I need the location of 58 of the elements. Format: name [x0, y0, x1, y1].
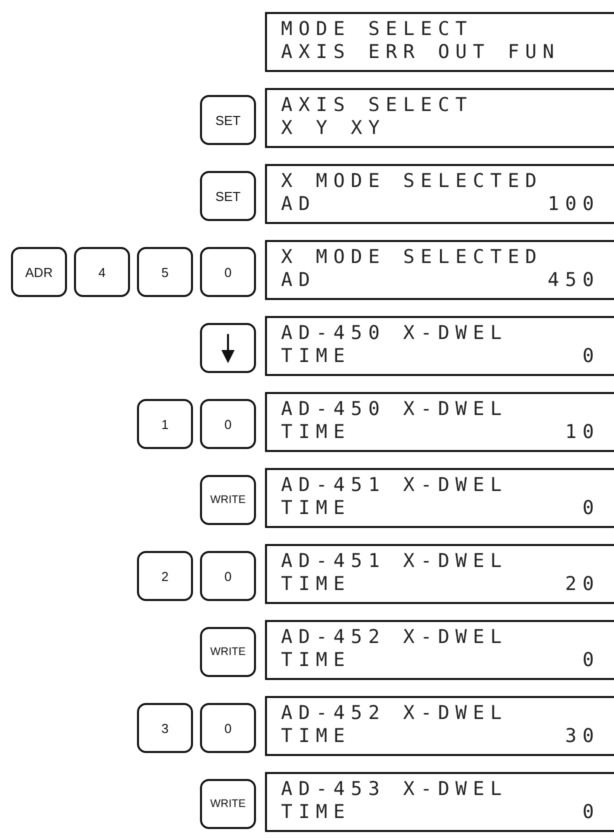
lcd-display: [265, 240, 614, 300]
display-text: AD-452 X-DWEL: [281, 626, 509, 649]
display-text: 0: [582, 345, 600, 368]
display-text: 0: [582, 497, 600, 520]
lcd-display: [265, 544, 614, 604]
display-text: TIME: [281, 421, 351, 444]
lcd-display: [265, 12, 614, 72]
display-text: X Y XY: [281, 117, 386, 140]
lcd-display: [265, 164, 614, 224]
display-text: TIME: [281, 801, 351, 824]
display-text: AD: [281, 269, 316, 292]
display-text: AD: [281, 193, 316, 216]
display-text: 0: [582, 801, 600, 824]
display-text: MODE SELECT: [281, 18, 474, 41]
display-text: X MODE SELECTED: [281, 246, 544, 269]
keypad-key: SET: [200, 95, 256, 145]
display-text: TIME: [281, 573, 351, 596]
keypad-key: WRITE: [200, 779, 256, 829]
keypad-key: 0: [200, 399, 256, 449]
display-text: AD-450 X-DWEL: [281, 398, 509, 421]
keypad-key: 0: [200, 247, 256, 297]
display-text: AD-452 X-DWEL: [281, 702, 509, 725]
lcd-display: [265, 468, 614, 528]
display-text: TIME: [281, 649, 351, 672]
display-text: TIME: [281, 725, 351, 748]
keypad-key: 0: [200, 551, 256, 601]
keypad-key: 1: [137, 399, 193, 449]
lcd-display: [265, 392, 614, 452]
lcd-display: [265, 772, 614, 832]
lcd-display: [265, 696, 614, 756]
keypad-key: 2: [137, 551, 193, 601]
keypad-key: SET: [200, 171, 256, 221]
display-text: TIME: [281, 345, 351, 368]
arrow-key: [200, 323, 256, 373]
keypad-key: WRITE: [200, 627, 256, 677]
keypad-key: 4: [74, 247, 130, 297]
lcd-display: [265, 88, 614, 148]
lcd-display: [265, 316, 614, 376]
display-text: AXIS SELECT: [281, 94, 474, 117]
display-text: AD-451 X-DWEL: [281, 550, 509, 573]
keypad-key: 5: [137, 247, 193, 297]
display-text: TIME: [281, 497, 351, 520]
display-text: 10: [565, 421, 600, 444]
display-text: 30: [565, 725, 600, 748]
lcd-display: [265, 620, 614, 680]
display-text: AD-453 X-DWEL: [281, 778, 509, 801]
display-text: AXIS ERR OUT FUN: [281, 41, 560, 64]
display-text: AD-451 X-DWEL: [281, 474, 509, 497]
keypad-key: WRITE: [200, 475, 256, 525]
keypad-key: 0: [200, 703, 256, 753]
display-text: 20: [565, 573, 600, 596]
display-text: 450: [548, 269, 600, 292]
display-text: X MODE SELECTED: [281, 170, 544, 193]
keypad-key: 3: [137, 703, 193, 753]
display-text: 0: [582, 649, 600, 672]
keypad-key: ADR: [11, 247, 67, 297]
display-text: 100: [548, 193, 600, 216]
display-text: AD-450 X-DWEL: [281, 322, 509, 345]
